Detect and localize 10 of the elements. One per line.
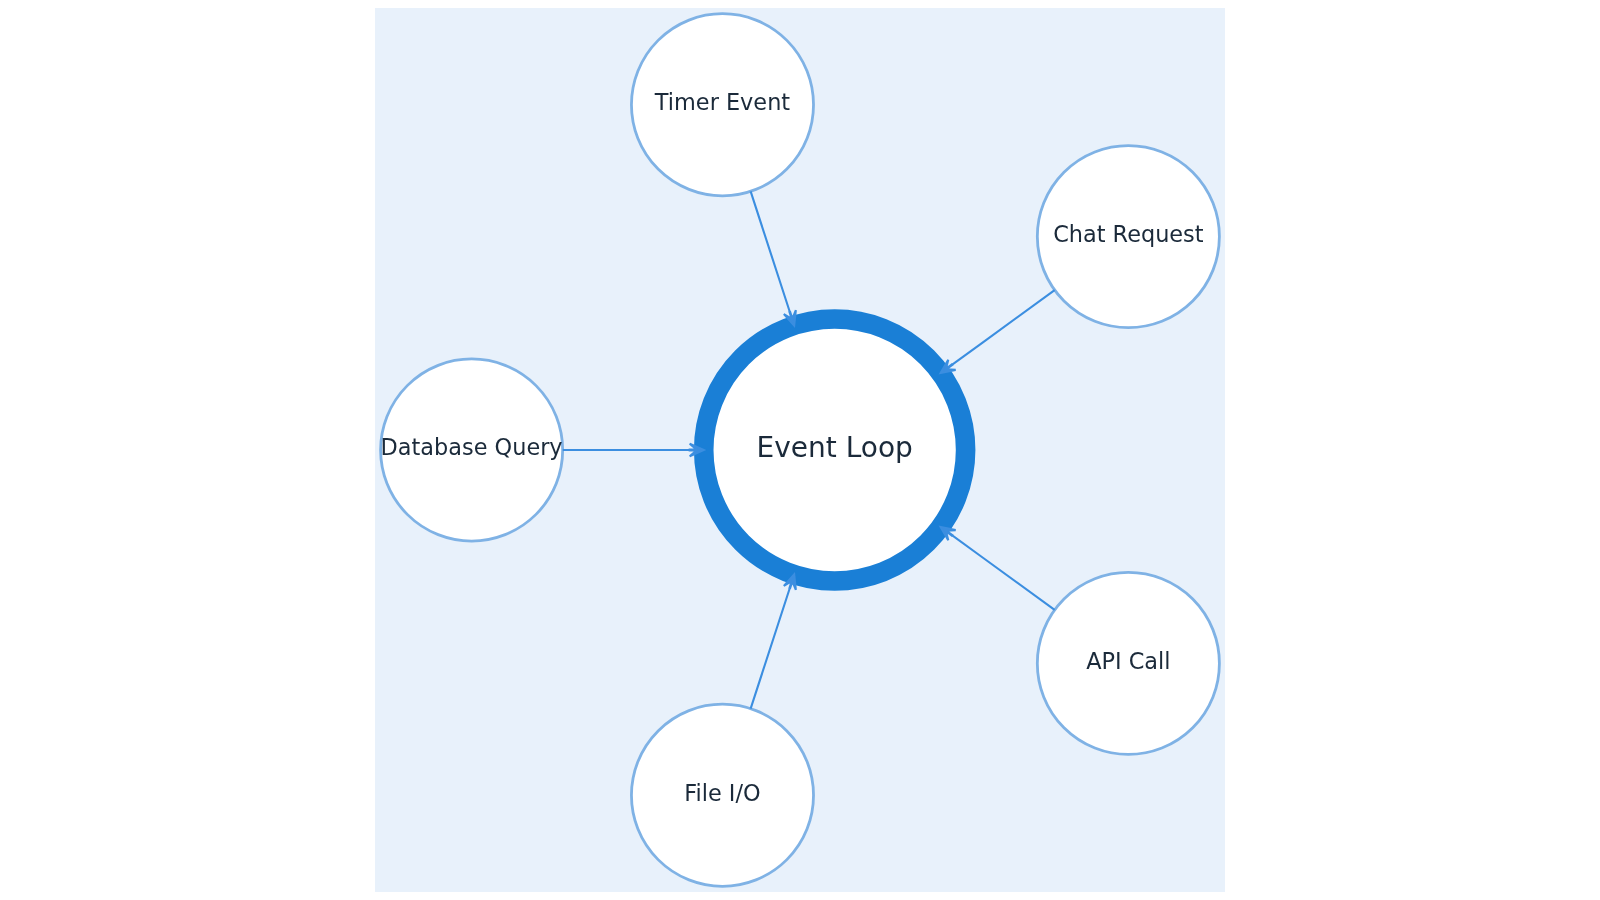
arrow xyxy=(749,191,797,327)
node-circle: Database Query xyxy=(379,357,565,543)
node-circle: Chat Request xyxy=(1035,144,1221,330)
node-circle: File I/O xyxy=(630,702,815,888)
node-circle: API Call xyxy=(1035,570,1221,756)
arrow xyxy=(562,442,705,458)
arrow xyxy=(749,573,797,709)
node-circle: Timer Event xyxy=(630,12,815,198)
arrow xyxy=(939,525,1056,611)
arrow xyxy=(939,289,1056,375)
